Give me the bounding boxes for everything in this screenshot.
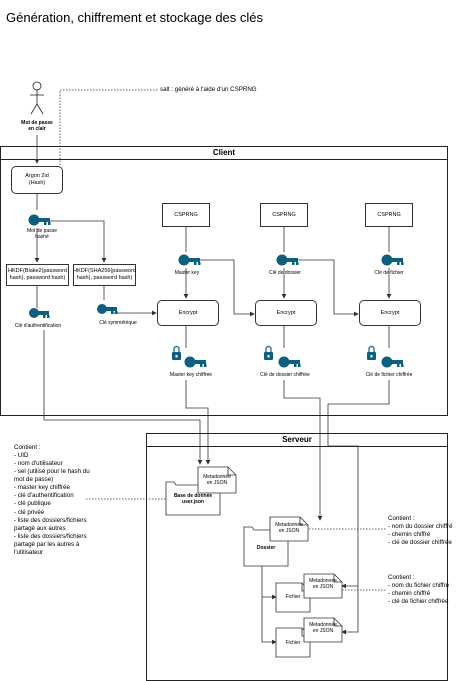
encrypt-box-2: Encrypt [255, 300, 317, 326]
folder-key-label: Clé de dossier [269, 270, 301, 276]
salt-note: salt : généré à l'aide d'un CSPRNG [160, 86, 257, 93]
metadata-file-1-label: Metadonnée en JSON [309, 578, 337, 591]
server-lane-header: Serveur [147, 434, 447, 447]
file-contents-note: Contient : - nom du fichier chiffré - ch… [388, 574, 450, 606]
file-2-label: Fichier [285, 640, 301, 646]
master-key-label: Master key [174, 270, 200, 276]
hashed-password-label: Mot de passe hashé [26, 228, 58, 241]
argon-hash-box: Argon 2id (Hash) [11, 166, 63, 194]
file-2-doc-icon [275, 627, 311, 658]
file-1-doc-icon [275, 582, 311, 613]
master-key-encrypted-label: Master key chiffrée [169, 372, 213, 378]
metadata-file-1-doc-icon [303, 573, 343, 599]
file-key-label: Clé de fichier [374, 270, 404, 276]
auth-key-label: Clé d'authentification [14, 323, 62, 329]
csprng-box-3: CSPRNG [365, 203, 413, 227]
hkdf-sha-box: HKDF(SHA256(password hash), password has… [73, 264, 136, 286]
folder-key-encrypted-label: Clé de dossier chiffrée [260, 372, 310, 378]
folder-contents-note: Contient : - nom du dossier chiffré - ch… [388, 515, 453, 547]
user-db-label: Base de donnée user.json [173, 493, 213, 506]
metadata-file-2-label: Metadonnée en JSON [309, 622, 337, 635]
folder-label: Dossier [256, 545, 276, 551]
csprng-box-1: CSPRNG [162, 203, 210, 227]
file-1-label: Fichier [285, 594, 301, 600]
page-title: Génération, chiffrement et stockage des … [6, 10, 264, 25]
hkdf-blake-box: HKDF(Blake2(password hash), password has… [6, 264, 69, 286]
metadata-user-label: Metadonnée en JSON [203, 474, 231, 487]
metadata-user-doc-icon [197, 466, 237, 494]
metadata-folder-label: Metadonnée en JSON [275, 522, 303, 535]
encrypt-box-1: Encrypt [157, 300, 219, 326]
file-key-encrypted-label: Clé de fichier chiffrée [365, 372, 413, 378]
csprng-box-2: CSPRNG [260, 203, 308, 227]
symmetric-key-label: Clé symmétrique [99, 320, 137, 326]
encrypt-box-3: Encrypt [359, 300, 421, 326]
client-lane-header: Client [1, 147, 447, 160]
metadata-file-2-doc-icon [303, 617, 343, 643]
actor-label: Mot de passe en clair [21, 120, 53, 133]
user-contents-note: Contient : - UID - nom d'utilisateur - s… [14, 444, 90, 556]
metadata-folder-doc-icon [269, 516, 309, 542]
